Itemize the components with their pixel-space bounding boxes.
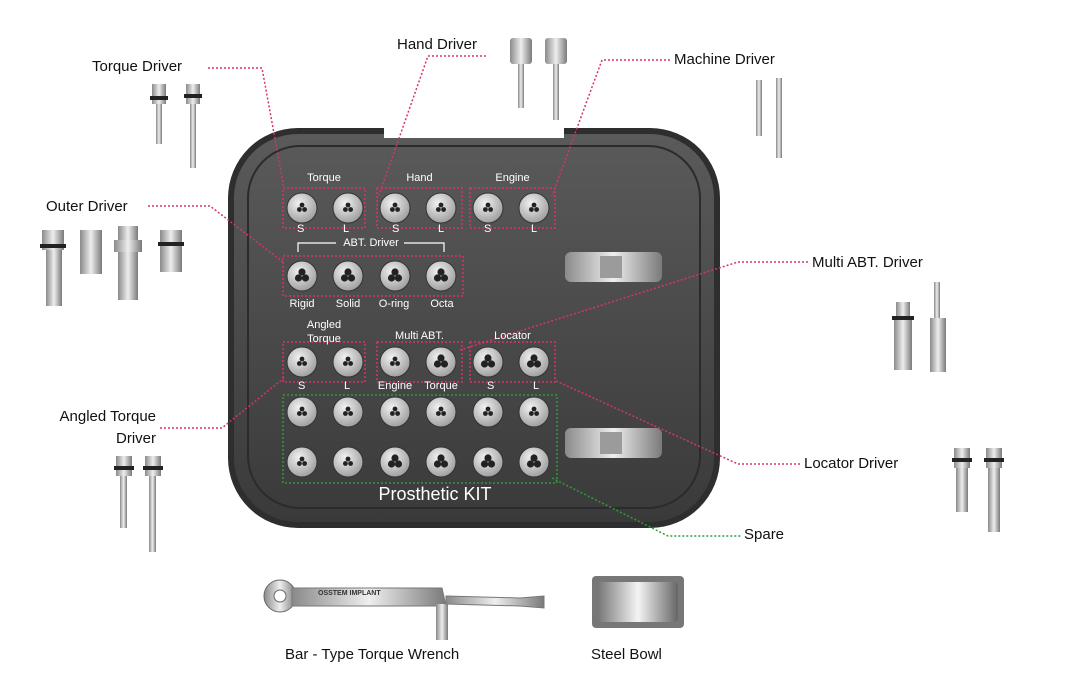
locator-s-label: S <box>487 380 495 392</box>
angled-s-label: S <box>298 380 306 392</box>
tray-slot <box>286 192 318 224</box>
tray-slot <box>425 446 457 478</box>
tray-slot <box>379 260 411 292</box>
tray-slot <box>379 396 411 428</box>
locator-slot-box <box>469 341 556 383</box>
tray-slot <box>425 346 457 378</box>
angled-torque-driver-illustration <box>114 456 163 552</box>
angled-group-title: Angled Torque <box>306 319 342 345</box>
torque-driver-leader <box>208 67 285 189</box>
tray-slot <box>332 260 364 292</box>
multi-abt-driver-leader <box>459 261 808 351</box>
angled-slot-box <box>282 341 366 383</box>
torque-group-title: Torque <box>307 172 341 184</box>
multi-engine-label: Engine <box>377 380 413 392</box>
tray-slot <box>286 446 318 478</box>
angled-l-label: L <box>344 380 351 392</box>
tray-slot <box>472 192 504 224</box>
tray-slot <box>379 346 411 378</box>
locator-group-title: Locator <box>494 330 531 342</box>
tray-slot <box>332 396 364 428</box>
hand-driver-leader <box>378 55 486 196</box>
tray-slot <box>286 260 318 292</box>
tray-slot <box>518 396 550 428</box>
hand-group-title: Hand <box>406 172 433 184</box>
holder-clip-lower <box>565 428 662 458</box>
steel-bowl-illustration <box>592 576 684 628</box>
tray-slot <box>518 346 550 378</box>
tray-slot <box>332 446 364 478</box>
hand-s-label: S <box>392 223 400 235</box>
outer-driver-leader <box>148 205 284 263</box>
torque-driver-label: Torque Driver <box>92 58 183 75</box>
machine-driver-leader <box>551 59 670 197</box>
tray-slot <box>286 396 318 428</box>
torque-s-label: S <box>297 223 305 235</box>
bar-type-torque-wrench-illustration <box>263 579 545 640</box>
spare-slot-box <box>282 394 558 484</box>
torque-driver-illustration <box>150 84 202 168</box>
angled-torque-driver-leader <box>160 377 285 429</box>
locator-l-label: L <box>533 380 540 392</box>
slot-grid <box>286 192 550 478</box>
steel-bowl-label: Steel Bowl <box>591 646 662 663</box>
angled-torque-driver-label: Angled Torque Driver <box>59 408 156 447</box>
tray-slot <box>518 192 550 224</box>
tray-slot <box>518 446 550 478</box>
tray-slot <box>286 346 318 378</box>
spare-label: Spare <box>744 526 785 543</box>
tray-slot <box>425 396 457 428</box>
engine-l-label: L <box>531 223 538 235</box>
torque-l-label: L <box>343 223 350 235</box>
multi-abt-driver-illustration <box>892 282 946 372</box>
abt-group-title: ABT. Driver <box>343 237 399 249</box>
tray-slot <box>332 346 364 378</box>
multi-group-title: Multi ABT. <box>395 330 444 342</box>
engine-slot-box <box>469 187 556 229</box>
torque-slot-box <box>282 187 366 229</box>
abt-bracket <box>297 242 445 252</box>
hand-l-label: L <box>438 223 445 235</box>
tray-slot <box>472 346 504 378</box>
machine-driver-illustration <box>756 78 782 158</box>
engine-group-title: Engine <box>495 172 530 184</box>
hand-driver-label: Hand Driver <box>397 36 478 53</box>
tray-slot <box>379 446 411 478</box>
tray-slot <box>425 192 457 224</box>
abt-oring-label: O-ring <box>378 298 410 310</box>
multi-abt-driver-label: Multi ABT. Driver <box>812 254 923 271</box>
hand-driver-illustration <box>510 38 567 120</box>
bar-type-torque-wrench-label: Bar - Type Torque Wrench <box>285 646 460 663</box>
multi-slot-box <box>376 341 463 383</box>
spare-leader <box>551 477 742 537</box>
abt-solid-label: Solid <box>335 298 361 310</box>
multi-torque-label: Torque <box>424 380 458 392</box>
tray-slot <box>332 192 364 224</box>
tray-slot <box>379 192 411 224</box>
abt-rigid-label: Rigid <box>289 298 315 310</box>
tray-slot <box>472 446 504 478</box>
locator-driver-illustration <box>952 448 1004 532</box>
abt-slot-box <box>282 255 464 297</box>
abt-octa-label: Octa <box>430 298 454 310</box>
outer-driver-label: Outer Driver <box>46 198 128 215</box>
wrench-brand-label: OSSTEM IMPLANT <box>318 590 381 597</box>
locator-driver-leader <box>553 379 800 465</box>
holder-clip-upper <box>565 252 662 282</box>
tray-slot <box>472 396 504 428</box>
hand-slot-box <box>376 187 463 229</box>
machine-driver-label: Machine Driver <box>674 51 775 68</box>
outer-driver-illustration <box>40 226 184 306</box>
tray-slot <box>425 260 457 292</box>
engine-s-label: S <box>484 223 492 235</box>
kit-title: Prosthetic KIT <box>378 484 492 504</box>
locator-driver-label: Locator Driver <box>804 455 899 472</box>
